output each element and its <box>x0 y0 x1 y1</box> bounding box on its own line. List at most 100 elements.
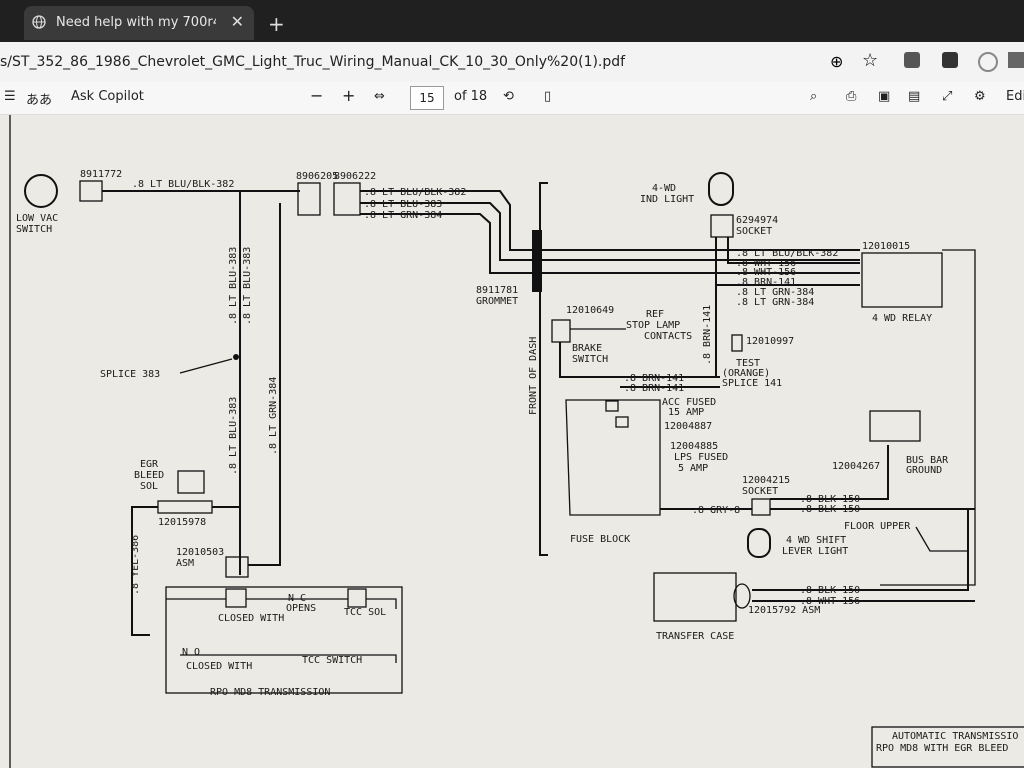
tcc-sol-symbol <box>347 588 367 608</box>
transfer-case-connector <box>733 583 751 609</box>
tcc-switch-label: TCC SWITCH <box>302 655 362 666</box>
test-connector <box>731 334 743 352</box>
edit-label[interactable]: Edi <box>1006 89 1024 104</box>
trans-connector <box>225 588 247 608</box>
shift-lever-bulb <box>747 528 771 558</box>
asm-id: 12010503 <box>176 547 224 558</box>
brake-label-2: SWITCH <box>572 354 608 365</box>
browser-tab[interactable]: Need help with my 700r4 TTC wi ✕ <box>24 6 254 40</box>
transfer-case-label: TRANSFER CASE <box>656 631 734 642</box>
rpo-md8-transmission-box <box>165 586 403 694</box>
fit-page-icon[interactable]: ⇔ <box>374 89 385 104</box>
brake-label-1: BRAKE <box>572 343 602 354</box>
connector-12010503 <box>225 556 249 578</box>
low-vac-id: 8911772 <box>80 169 122 180</box>
relay-wire-6: .8 LT GRN-384 <box>736 297 814 308</box>
lps-fuse <box>615 416 629 428</box>
socket-label: SOCKET <box>736 226 772 237</box>
egr-label-1: EGR <box>140 459 159 470</box>
zoom-icon[interactable]: ⊕ <box>830 52 844 71</box>
extension-icon-2[interactable] <box>1008 52 1024 68</box>
lps-amp: 5 AMP <box>678 463 708 474</box>
orange-label: (ORANGE) <box>722 368 770 379</box>
brake-switch-symbol <box>551 319 571 343</box>
grommet-label: GROMMET <box>476 296 518 307</box>
tc-blk-wire: .8 BLK-150 <box>800 585 860 596</box>
connector-8906222 <box>333 182 361 216</box>
4wd-relay-box <box>861 252 943 308</box>
front-of-dash-line <box>539 182 548 556</box>
pdf-page[interactable]: 8911772 LOW VAC SWITCH .8 LT BLU/BLK-382… <box>0 115 1024 768</box>
vwire-blu-3: .8 LT BLU-383 <box>228 397 239 475</box>
grommet-8911781 <box>532 230 542 292</box>
url-text[interactable]: s/ST_352_86_1986_Chevrolet_GMC_Light_Tru… <box>0 54 626 70</box>
splice141-label: SPLICE 141 <box>722 378 782 389</box>
4wd-indicator-bulb <box>708 172 734 206</box>
expand-icon[interactable]: ⤢ <box>942 89 953 104</box>
ask-copilot-button[interactable]: Ask Copilot <box>71 89 144 104</box>
ind-light-label-2: IND LIGHT <box>640 194 694 205</box>
title-block <box>871 726 1024 768</box>
shift-label-2: LEVER LIGHT <box>782 546 848 557</box>
ground-label: GROUND <box>906 465 942 476</box>
browser-tab-bar: Need help with my 700r4 TTC wi ✕ + <box>0 0 1024 42</box>
page-view-icon[interactable]: ▯ <box>544 89 552 104</box>
settings-gear-icon[interactable]: ⚙ <box>974 89 986 104</box>
conn1-id: 8906205 <box>296 171 338 182</box>
extension-icon[interactable] <box>904 52 920 68</box>
auto-trans-label: AUTOMATIC TRANSMISSIO <box>892 731 1018 742</box>
menu-icon[interactable]: ☰ <box>4 89 16 104</box>
sock2-id: 12004215 <box>742 475 790 486</box>
tab-title: Need help with my 700r4 TTC wi <box>56 15 216 30</box>
relay-wire-2: .8 WHT-156 <box>736 258 796 269</box>
read-aloud-button[interactable]: ああ <box>26 93 53 108</box>
new-tab-icon[interactable]: + <box>268 12 285 36</box>
asm-label: ASM <box>176 558 194 569</box>
low-vac-switch-symbol <box>24 174 58 208</box>
wire-grn-right: .8 LT GRN-384 <box>364 210 442 221</box>
fuse1-id: 12004887 <box>664 421 712 432</box>
wire-blu-blk-right: .8 LT BLU/BLK-382 <box>364 187 466 198</box>
pdf-toolbar: ☰ ああ Ask Copilot − + ⇔ 15 of 18 ⟲ ▯ ⌕ ⎙ … <box>0 82 1024 115</box>
zoom-in-icon[interactable]: + <box>342 86 356 105</box>
zoom-out-icon[interactable]: − <box>310 86 324 105</box>
save-icon[interactable]: ▣ <box>878 89 891 104</box>
socket-12004215 <box>751 498 771 516</box>
rotate-icon[interactable]: ⟲ <box>503 89 514 104</box>
relay-label: 4 WD RELAY <box>872 313 932 324</box>
stop-lamp-label: STOP LAMP <box>626 320 680 331</box>
vwire-blu-2: .8 LT BLU-383 <box>242 247 253 325</box>
ref-label: REF <box>646 309 664 320</box>
tc-id: 12015792 ASM <box>748 605 820 616</box>
browser-extension-icon[interactable] <box>978 52 998 72</box>
switch-label: SWITCH <box>16 224 52 235</box>
rpo-egr-label: RPO MD8 WITH EGR BLEED <box>876 743 1008 754</box>
help-icon[interactable] <box>942 52 958 68</box>
page-number-input[interactable]: 15 <box>410 86 444 110</box>
tc-wht-wire: .8 WHT-156 <box>800 596 860 607</box>
save-as-icon[interactable]: ▤ <box>908 89 921 104</box>
close-tab-icon[interactable]: ✕ <box>230 12 244 31</box>
wire-yel-label: .8 YEL-386 <box>130 535 141 595</box>
fuse-block-outline <box>565 399 661 516</box>
shift-label-1: 4 WD SHIFT <box>786 535 846 546</box>
egr-solenoid-symbol <box>177 470 205 494</box>
print-icon[interactable]: ⎙ <box>846 89 857 104</box>
acc-amp: 15 AMP <box>668 407 704 418</box>
relay-wire-5: .8 LT GRN-384 <box>736 287 814 298</box>
brn-wire-1: .8 BRN-141 <box>624 373 684 384</box>
address-bar[interactable]: s/ST_352_86_1986_Chevrolet_GMC_Light_Tru… <box>0 42 1024 82</box>
front-of-dash-label: FRONT OF DASH <box>528 337 539 415</box>
ind-light-label-1: 4-WD <box>652 183 676 194</box>
low-vac-label: LOW VAC <box>16 213 58 224</box>
transfer-case-box <box>653 572 737 622</box>
favorite-star-icon[interactable]: ☆ <box>862 50 879 71</box>
rpo-label: RPO MD8 TRANSMISSION <box>210 687 330 698</box>
closed-4th-label: CLOSED WITH <box>218 613 284 624</box>
opens-label: OPENS <box>286 603 316 614</box>
relay-wire-1: .8 LT BLU/BLK-382 <box>736 248 838 259</box>
conn2-id: 8906222 <box>334 171 376 182</box>
vwire-blu-1: .8 LT BLU-383 <box>228 247 239 325</box>
search-icon[interactable]: ⌕ <box>810 89 818 104</box>
test-label: TEST <box>736 358 760 369</box>
